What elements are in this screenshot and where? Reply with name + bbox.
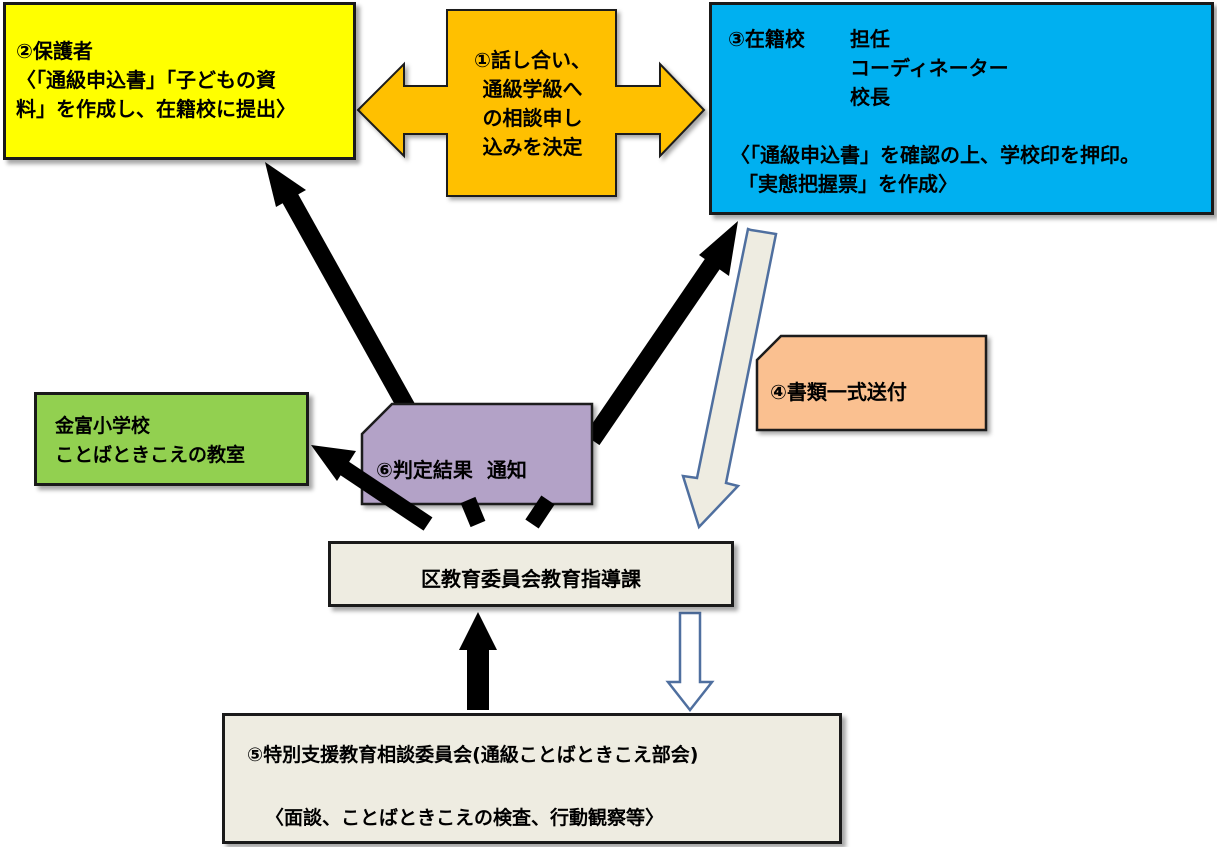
judgment-label: ⑥判定結果 通知 [376, 458, 527, 482]
documents-label-shape [755, 334, 988, 432]
arrow-to-kanatomi [339, 461, 433, 531]
documents-label: ④書類一式送付 [770, 380, 907, 404]
school-role-coordinator: コーディネーター [850, 56, 1009, 80]
committee-title: ⑤特別支援教育相談委員会(通級ことばときこえ部会) [247, 744, 699, 766]
arrow-committee-to-board-head [459, 612, 497, 650]
board-label: 区教育委員会教育指導課 [421, 567, 641, 591]
arrow-to-guardian [282, 193, 415, 413]
school-box: ③在籍校 担任 コーディネーター 校長 〈「通級申込書」を確認の上、学校印を押印… [709, 2, 1214, 215]
guardian-box: ②保護者 〈「通級申込書」「子どもの資 料」を作成し、在籍校に提出〉 [3, 2, 356, 160]
guardian-title: ②保護者 [16, 39, 93, 63]
discussion-double-arrow [356, 9, 706, 197]
arrow-to-school [584, 257, 721, 446]
arrow-to-school-head [699, 221, 738, 276]
school-title: ③在籍校 [728, 27, 805, 51]
arrow-committee-to-board [467, 648, 489, 710]
documents-hollow-arrow [681, 227, 778, 530]
guardian-line-1: 〈「通級申込書」「子どもの資 [16, 68, 276, 92]
discussion-line-2: 通級学級へ [482, 77, 583, 101]
board-to-committee-hollow-arrow [665, 611, 715, 713]
board-box: 区教育委員会教育指導課 [328, 541, 734, 607]
discussion-line-4: 込みを決定 [482, 135, 583, 159]
school-note-line-1: 〈「通級申込書」を確認の上、学校印を押印。 [730, 143, 1140, 167]
discussion-label: ①話し合い、 通級学級へ の相談申し 込みを決定 [450, 46, 615, 162]
arrow-to-guardian-head [265, 162, 306, 207]
arrow-to-kanatomi-head [311, 445, 356, 481]
kanatomi-box: 金富小学校 ことばときこえの教室 [34, 392, 309, 486]
kanatomi-line-1: 金富小学校 [55, 415, 151, 437]
guardian-line-2: 料」を作成し、在籍校に提出〉 [16, 97, 296, 121]
committee-box: ⑤特別支援教育相談委員会(通級ことばときこえ部会) 〈面談、ことばときこえの検査… [222, 713, 842, 844]
school-note-line-2: 「実態把握票」を作成〉 [738, 172, 958, 196]
judgment-stub-center [460, 496, 486, 528]
school-role-homeroom: 担任 [850, 27, 890, 51]
school-role-principal: 校長 [850, 85, 890, 109]
discussion-line-3: の相談申し [482, 106, 583, 130]
committee-detail: 〈面談、ことばときこえの検査、行動観察等〉 [265, 807, 665, 829]
discussion-line-1: ①話し合い、 [474, 48, 591, 72]
kanatomi-line-2: ことばときこえの教室 [55, 444, 246, 466]
judgment-stub-right [525, 495, 555, 529]
